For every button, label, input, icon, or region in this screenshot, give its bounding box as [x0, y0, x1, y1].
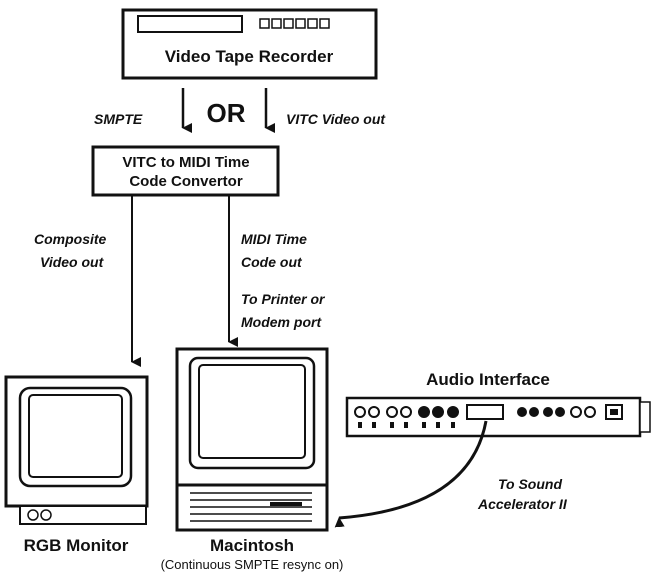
- or-label: OR: [207, 98, 246, 128]
- video-tape-recorder: Video Tape Recorder: [121, 8, 378, 80]
- audio-interface-label: Audio Interface: [426, 370, 550, 389]
- sound-accel-label-line2: Accelerator II: [477, 496, 568, 512]
- tape-slot-icon: [137, 15, 243, 33]
- control-buttons-icon: [259, 18, 330, 29]
- rgb-monitor: RGB Monitor: [4, 375, 149, 555]
- midi-out-label-line1: MIDI Time: [241, 231, 307, 247]
- port-label-line1: To Printer or: [241, 291, 326, 307]
- macintosh-label: Macintosh: [210, 536, 294, 555]
- convertor-label-line1: VITC to MIDI Time: [122, 154, 249, 171]
- smpte-label: SMPTE: [94, 111, 143, 127]
- sound-accelerator-connection: [334, 420, 488, 528]
- composite-label-line1: Composite: [34, 231, 107, 247]
- display-panel-icon: [466, 404, 504, 420]
- convertor-label-line2: Code Convertor: [129, 173, 243, 190]
- sound-accel-label-line1: To Sound: [498, 476, 562, 492]
- midi-out-label-line2: Code out: [241, 254, 303, 270]
- port-label-line2: Modem port: [241, 314, 322, 330]
- vtr-label: Video Tape Recorder: [165, 47, 334, 66]
- floppy-slot-icon: [270, 502, 302, 506]
- vitc-video-out-label: VITC Video out: [286, 111, 386, 127]
- macintosh-computer: Macintosh (Continuous SMPTE resync on): [161, 347, 344, 572]
- output-jacks-icon: [517, 406, 596, 418]
- rgb-monitor-screen: [28, 394, 123, 478]
- input-jacks-icon: [354, 406, 459, 418]
- audio-interface-rack: [345, 396, 651, 438]
- rgb-monitor-label: RGB Monitor: [24, 536, 129, 555]
- composite-label-line2: Video out: [40, 254, 105, 270]
- knob-icon: [27, 509, 39, 521]
- macintosh-note: (Continuous SMPTE resync on): [161, 557, 344, 572]
- time-code-convertor: VITC to MIDI Time Code Convertor: [91, 145, 280, 197]
- macintosh-screen: [198, 364, 306, 459]
- knob-icon: [40, 509, 52, 521]
